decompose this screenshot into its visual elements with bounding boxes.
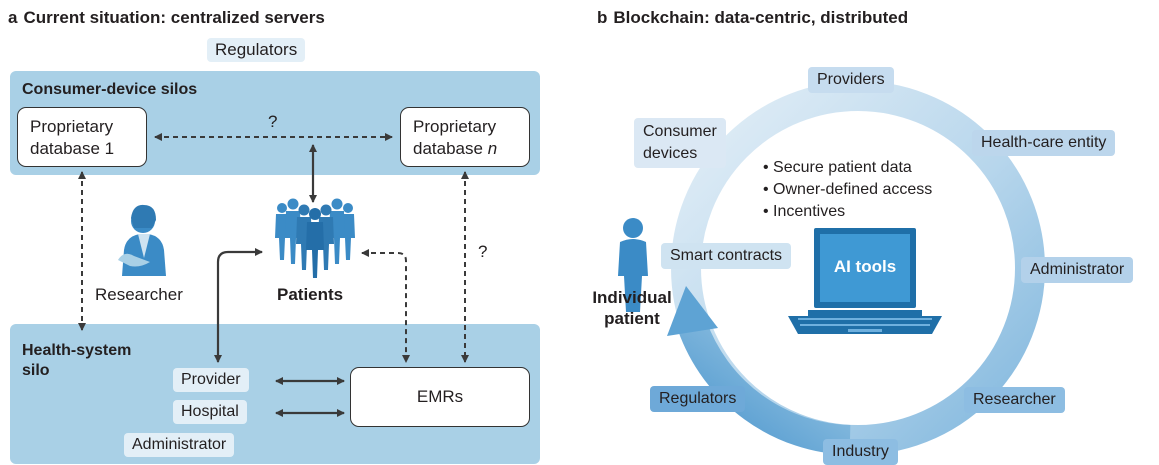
individual-patient-icon (618, 218, 648, 312)
researcher-icon (118, 204, 166, 276)
patients-to-provider-arrow (214, 248, 263, 363)
ring-arrowhead (667, 286, 718, 336)
ai-tools-label: AI tools (833, 257, 897, 276)
rim-label-smart-contracts: Smart contracts (661, 243, 792, 269)
provider-label: Provider (173, 368, 249, 392)
administrator-label: Administrator (124, 433, 235, 457)
rim-label-researcher: Researcher (964, 387, 1065, 413)
dbn-line1: Proprietary (413, 117, 497, 136)
rim-label-providers: Providers (808, 67, 894, 93)
blockchain-benefits-list: Secure patient data Owner-defined access… (763, 157, 932, 223)
bullet-incentives: Incentives (763, 201, 932, 223)
consumer-silo-title: Consumer-device silos (22, 81, 198, 98)
patients-label: Patients (277, 285, 344, 304)
emrs-box: EMRs (350, 367, 530, 427)
bullet-owner-defined-access: Owner-defined access (763, 179, 932, 201)
db1-line2: database 1 (30, 139, 115, 158)
panel-b-title-text: Blockchain: data-centric, distributed (613, 8, 909, 27)
individual-patient-label: Individual patient (583, 287, 681, 329)
rim-label-industry: Industry (823, 439, 898, 465)
dbn-line2: database n (413, 138, 529, 160)
db1-line1: Proprietary (30, 117, 114, 136)
ring-arrow-body (677, 319, 851, 455)
health-silo-title: Health-system silo (22, 341, 131, 381)
dbn-line2-prefix: database (413, 139, 488, 158)
patients-to-emrs-arrow (361, 249, 410, 363)
individual-patient-line2: patient (604, 309, 660, 328)
panel-b-title: b Blockchain: data-centric, distributed (597, 8, 908, 28)
panel-letter-a: a (8, 8, 18, 27)
dbn-line2-italic: n (487, 139, 498, 158)
panel-letter-b: b (597, 8, 608, 27)
emrs-label: EMRs (416, 387, 464, 406)
researcher-label: Researcher (95, 285, 183, 304)
bullet-secure-patient-data: Secure patient data (763, 157, 932, 179)
consumer-devices-line2: devices (643, 145, 698, 162)
rim-label-administrator: Administrator (1021, 257, 1134, 283)
regulators-label: Regulators (207, 38, 306, 62)
consumer-devices-line1: Consumer (643, 123, 717, 140)
rim-label-health-care-entity: Health-care entity (972, 130, 1116, 156)
rim-label-regulators: Regulators (650, 386, 746, 412)
panel-a-title-text: Current situation: centralized servers (23, 8, 325, 27)
question-mark-right: ? (478, 242, 488, 261)
health-silo-title-line1: Health-system (22, 342, 132, 359)
panel-a-title: a Current situation: centralized servers (8, 8, 325, 28)
proprietary-database-1: Proprietary database 1 (17, 107, 147, 167)
health-silo-title-line2: silo (22, 362, 50, 379)
patients-icon (275, 198, 355, 278)
question-mark-top: ? (268, 112, 278, 131)
hospital-label: Hospital (173, 400, 247, 424)
individual-patient-line1: Individual (592, 288, 672, 307)
rim-label-consumer-devices: Consumer devices (634, 118, 726, 168)
proprietary-database-n: Proprietary database n (400, 107, 530, 167)
laptop-icon (788, 228, 942, 334)
